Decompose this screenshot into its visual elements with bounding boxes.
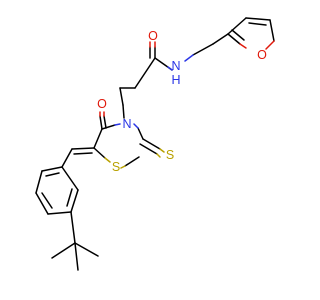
bond-ring-s-c [124,156,140,167]
bond-segment-nitrogen [167,66,173,71]
bond-benzene [70,189,79,213]
bond-ring-n-c [137,127,144,140]
bond-segment-nitrogen [114,123,121,126]
bond-tbutyl-c-c [70,211,76,244]
bond-chain-c-n [122,104,125,119]
atom-label-amide-hydrogen: H [171,73,180,87]
bond-furan-c-c [269,19,275,42]
atom-label-ring-sulfur: S [112,160,120,174]
bond-segment-nitrogen [184,54,194,62]
bond-ketone-c-o-double [103,115,107,129]
bond-segment-sulfur [104,157,111,163]
bond-ring-c-s [93,147,106,159]
atom-label-ketone-oxygen: O [97,97,107,111]
bond-tbutyl-methyl [74,242,79,271]
bond-segment-nitrogen [133,123,139,129]
bond-segment-oxygen [265,40,275,50]
bond-furan-c-c [245,17,271,21]
bond-layer [35,17,275,271]
bond-segment-sulfur [156,153,161,158]
bond-benzylidene-double [73,152,93,155]
bond-tbutyl-methyl [51,242,76,259]
bond-benzene-aromatic [41,192,53,209]
bond-segment-sulfur [159,148,165,153]
bond-benzene [47,211,72,215]
atom-label-layer: O N H O O N S S [97,29,267,174]
bond-ring-c-c [93,128,103,149]
atom-label-ring-nitrogen: N [122,117,131,131]
bond-benzene-aromatic [66,188,73,207]
bond-benzene-aromatic [45,172,60,177]
molecule-structure-diagram: O N H O O N S S [35,17,275,271]
bond-furan-c-c-double [227,33,241,45]
bond-furan-c-c [212,33,229,45]
bond-chain-c-c [119,87,124,106]
bond-thioxo-c-s-double [139,143,158,155]
bond-furan-c-c [227,17,247,35]
bond-segment-oxygen [239,43,247,49]
bond-benzylidene-c-c [61,148,73,168]
bond-benzylidene-double [71,147,95,150]
bond-benzene [61,166,79,191]
bond-thioxo-c-s-double [142,138,161,150]
bond-ketone-c-o-double [99,115,103,130]
atom-label-amide-oxygen: O [148,29,158,43]
bond-chain-c-c [134,57,156,89]
hetero-bond-layer [99,40,275,169]
bond-ring-c-n [101,124,116,130]
bond-benzene [35,170,43,194]
bond-furan-c-c-double [248,22,267,26]
bond-ch2-furan [192,43,214,56]
bond-segment-sulfur [120,165,126,169]
atom-label-thioxo-sulfur: S [166,148,174,162]
bond-benzene [41,166,63,172]
bond-benzene [35,192,49,215]
bond-tbutyl-methyl [74,242,99,257]
atom-label-amide-nitrogen: N [171,59,180,73]
atom-label-furan-oxygen: O [257,48,267,62]
bond-furan-c-c-double [231,29,245,41]
